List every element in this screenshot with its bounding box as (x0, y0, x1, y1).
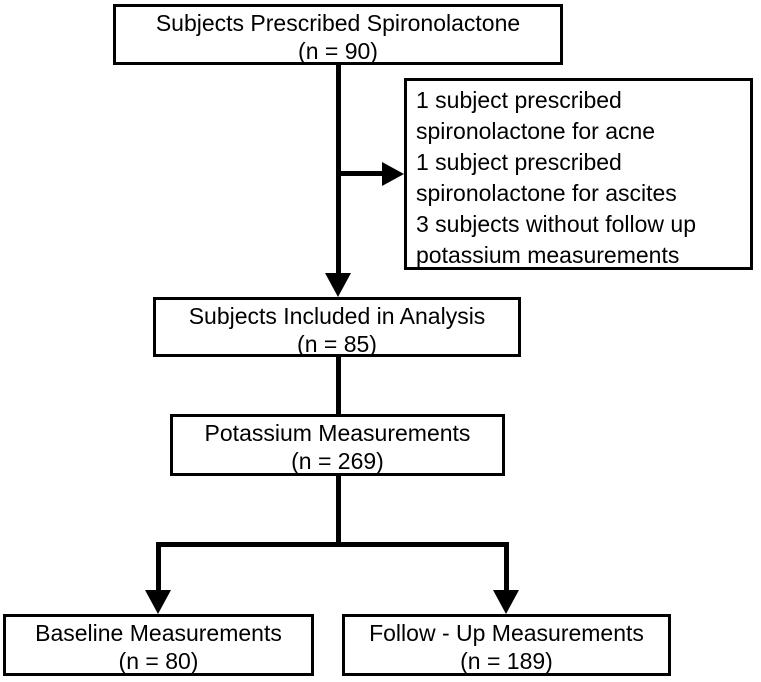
node-subjects-prescribed: Subjects Prescribed Spironolactone (n = … (113, 4, 563, 65)
arrowhead-down-icon (325, 273, 351, 297)
node-label: Potassium Measurements (204, 420, 471, 446)
arrowhead-right-icon (382, 162, 404, 186)
node-count: (n = 80) (118, 648, 199, 674)
node-subjects-included: Subjects Included in Analysis (n = 85) (153, 297, 521, 357)
node-count: (n = 269) (291, 448, 384, 474)
node-baseline-measurements: Baseline Measurements (n = 80) (3, 614, 314, 676)
node-count: (n = 189) (460, 648, 553, 674)
node-label: Baseline Measurements (35, 620, 282, 646)
connector-split-horizontal (156, 542, 509, 547)
exclusion-item: 1 subject prescribed spironolactone for … (416, 149, 677, 206)
connector-split-to-followup (504, 542, 509, 592)
node-count: (n = 85) (297, 331, 377, 357)
exclusion-item: 1 subject prescribed spironolactone for … (416, 87, 656, 144)
node-label: Follow - Up Measurements (369, 620, 644, 646)
node-label: Subjects Included in Analysis (188, 303, 486, 329)
connector-included-to-potassium (336, 356, 341, 415)
arrowhead-down-icon (145, 590, 171, 614)
exclusion-item: 3 subjects without follow up potassium m… (416, 211, 696, 268)
connector-potassium-to-split (336, 475, 341, 545)
connector-branch-to-excluded (336, 171, 384, 176)
node-potassium-measurements: Potassium Measurements (n = 269) (170, 414, 505, 476)
node-label: Subjects Prescribed Spironolactone (155, 10, 521, 36)
connector-prescribed-to-included (336, 64, 341, 276)
node-count: (n = 90) (298, 38, 378, 64)
connector-split-to-baseline (156, 542, 161, 592)
node-followup-measurements: Follow - Up Measurements (n = 189) (342, 614, 671, 676)
node-excluded-subjects: 1 subject prescribed spironolactone for … (404, 78, 753, 270)
arrowhead-down-icon (493, 590, 519, 614)
